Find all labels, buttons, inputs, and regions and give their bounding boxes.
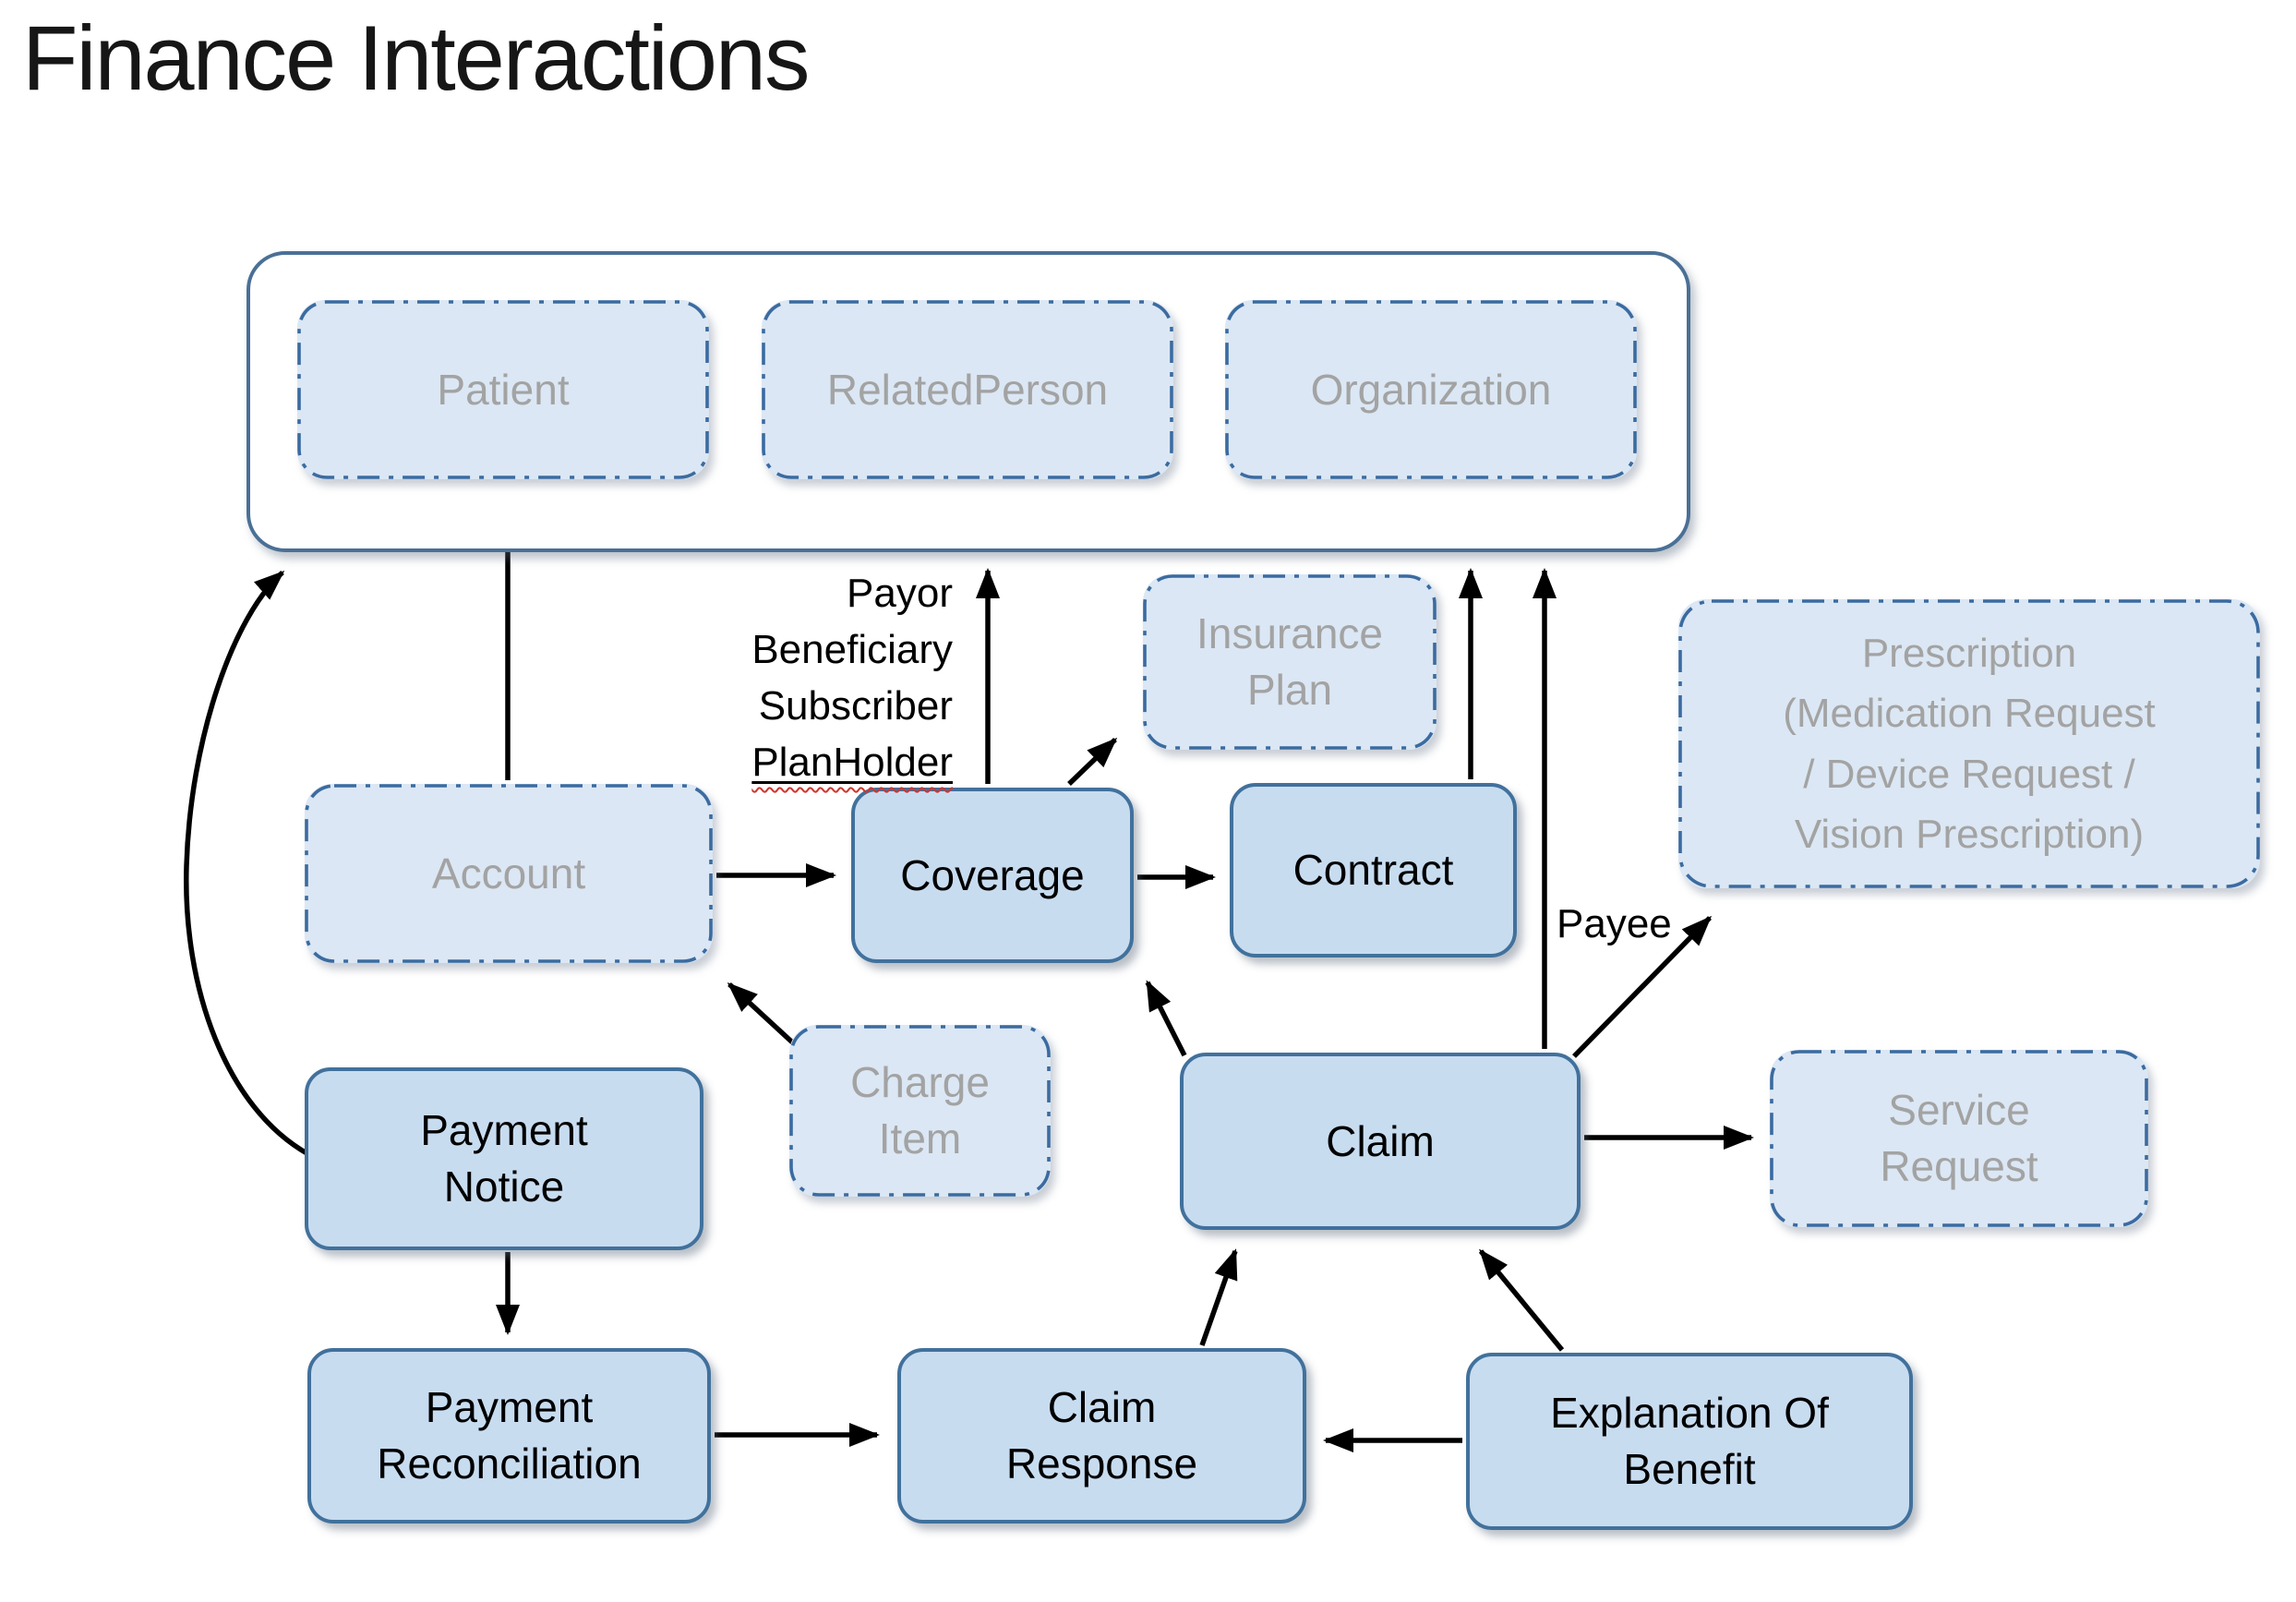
arrow-claim-response-to-claim: [1199, 1248, 1238, 1346]
node-label-line: Request: [1880, 1142, 2038, 1190]
role-beneficiary: Beneficiary: [751, 627, 953, 672]
node-organization: Organization: [1225, 300, 1637, 479]
node-label: Claim: [1326, 1116, 1435, 1165]
node-label-line: Service: [1888, 1086, 2030, 1135]
node-claim: Claim: [1180, 1053, 1581, 1230]
node-label-line: Vision Prescription): [1794, 811, 2145, 857]
node-label: Coverage: [900, 850, 1085, 899]
node-label-line: Charge: [850, 1058, 990, 1107]
node-patient: Patient: [297, 300, 709, 479]
node-label-line: Item: [878, 1114, 962, 1162]
role-planholder: PlanHolder: [751, 740, 953, 785]
arrow-charge-item-to-account: [727, 982, 801, 1052]
node-label-line: Benefit: [1623, 1445, 1756, 1493]
payee-label: Payee: [1557, 901, 1672, 946]
node-label-line: Reconciliation: [377, 1439, 642, 1488]
role-payor: Payor: [847, 571, 953, 616]
arrow-eob-to-claim: [1478, 1248, 1565, 1352]
node-claim-response: Claim Response: [897, 1348, 1306, 1524]
node-label-line: Prescription: [1861, 631, 2077, 677]
node-label-line: (Medication Request: [1783, 691, 2156, 737]
node-payment-notice: Payment Notice: [305, 1067, 703, 1250]
node-label: Contract: [1292, 846, 1454, 895]
node-label-line: Notice: [443, 1162, 565, 1211]
node-service-request: Service Request: [1770, 1050, 2148, 1227]
node-charge-item: Charge Item: [789, 1025, 1051, 1197]
node-prescription: Prescription (Medication Request / Devic…: [1678, 599, 2260, 888]
node-label-line: Response: [1005, 1439, 1198, 1488]
page-title: Finance Interactions: [22, 6, 810, 109]
node-label-line: Plan: [1246, 666, 1333, 714]
node-label-line: Payment: [425, 1383, 594, 1432]
node-coverage: Coverage: [851, 788, 1134, 963]
node-label-line: / Device Request /: [1803, 751, 2135, 797]
node-label-line: Insurance: [1196, 609, 1383, 658]
node-label-line: Claim: [1047, 1383, 1157, 1432]
node-label: Patient: [437, 365, 570, 414]
node-payment-reconciliation: Payment Reconciliation: [307, 1348, 711, 1524]
arrow-payment-notice-to-party-group: [184, 570, 310, 1157]
node-label: Organization: [1310, 365, 1552, 414]
node-label-line: Explanation Of: [1550, 1389, 1829, 1438]
node-label-line: Payment: [420, 1106, 588, 1155]
node-label: Account: [431, 849, 586, 897]
arrow-claim-to-coverage: [1145, 980, 1187, 1057]
node-contract: Contract: [1230, 783, 1517, 958]
node-account: Account: [305, 784, 713, 963]
role-subscriber: Subscriber: [758, 683, 953, 729]
arrow-coverage-to-insurance-plan: [1067, 737, 1118, 786]
node-insurance-plan: Insurance Plan: [1143, 574, 1437, 750]
coverage-roles-label: Payor Beneficiary Subscriber PlanHolder: [665, 565, 953, 790]
node-explanation-of-benefit: Explanation Of Benefit: [1466, 1353, 1913, 1530]
node-label: RelatedPerson: [826, 365, 1109, 414]
node-related-person: RelatedPerson: [762, 300, 1173, 479]
